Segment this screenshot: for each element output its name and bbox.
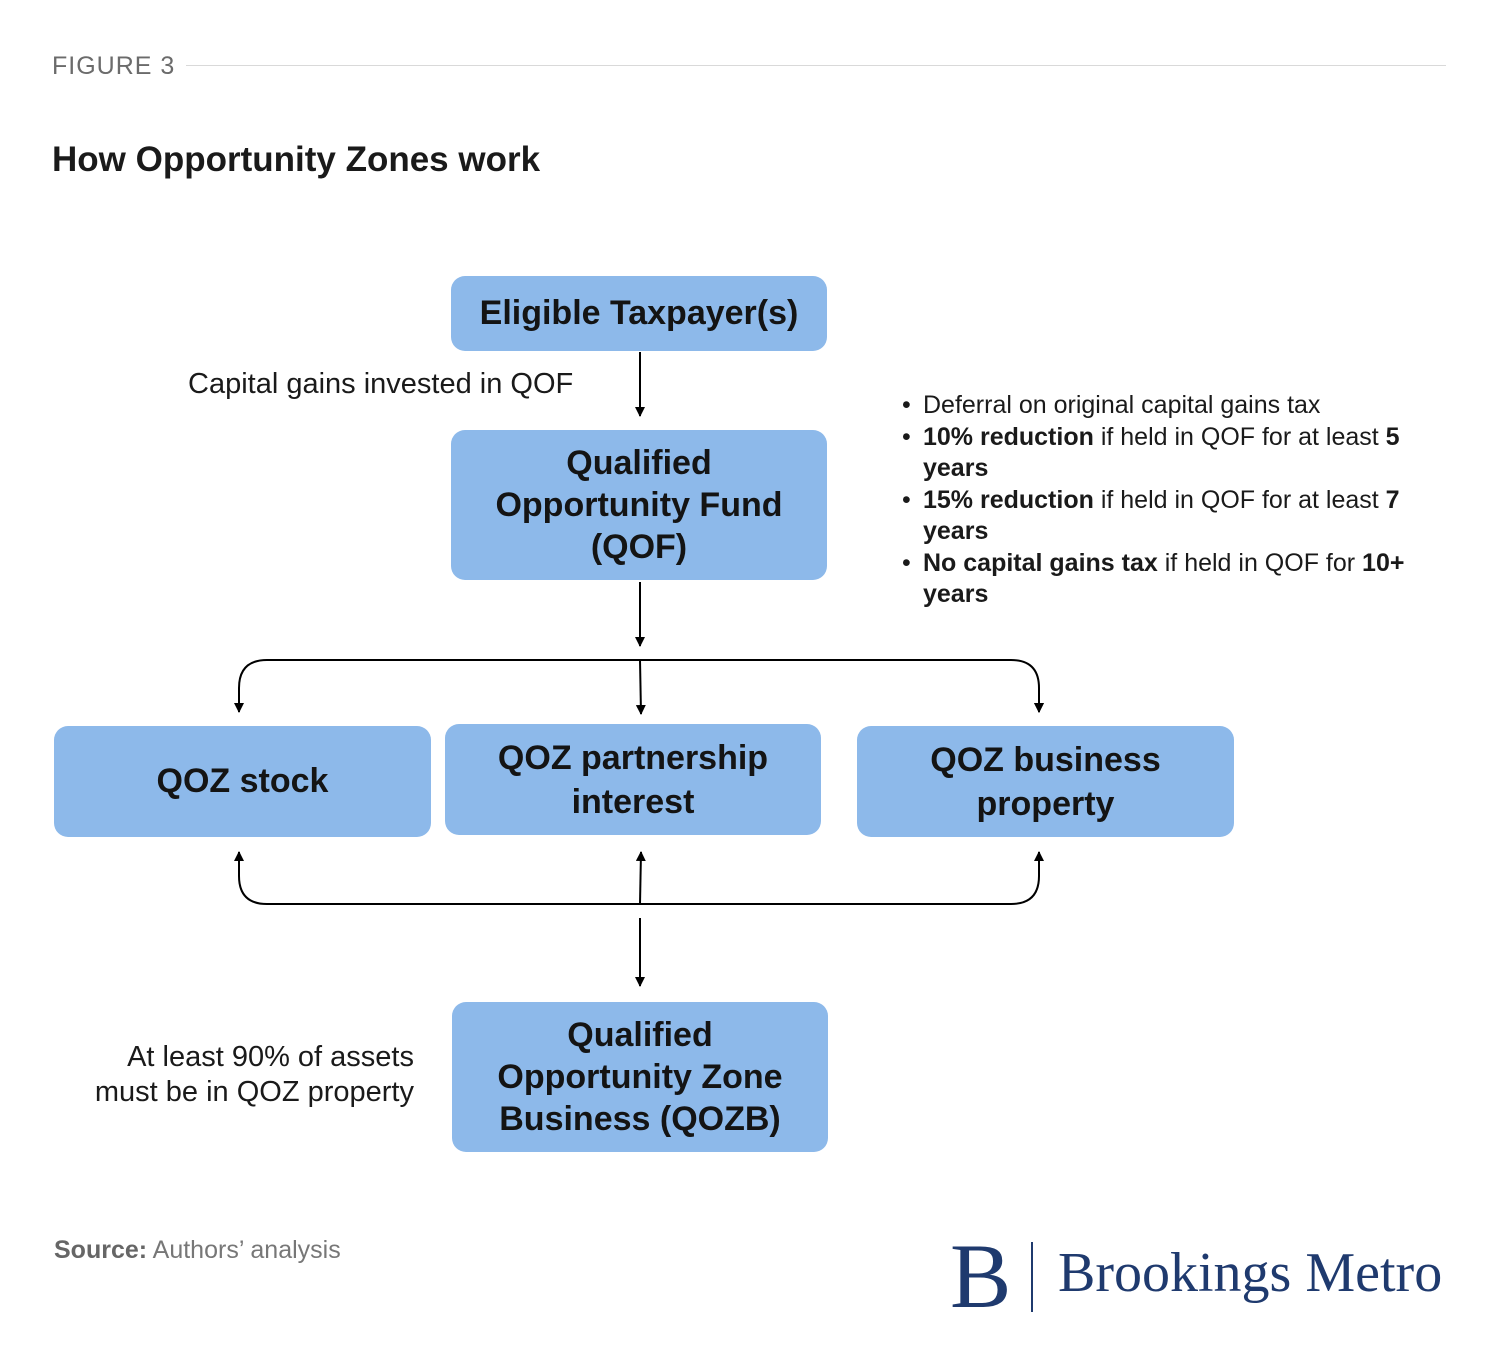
source-label: Source: — [54, 1236, 148, 1264]
branch-bottom-connector — [238, 852, 1040, 905]
logo-divider — [1031, 1242, 1033, 1312]
brookings-metro-logo-text: Brookings Metro — [1058, 1242, 1443, 1304]
node-qozb: Qualified Opportunity Zone Business (QOZ… — [452, 1002, 828, 1152]
bullet-icon: • — [902, 423, 911, 451]
arrow-up-partnership — [635, 851, 646, 905]
figure-title: How Opportunity Zones work — [52, 140, 541, 179]
node-qozb-label: Qualified Opportunity Zone Business (QOZ… — [497, 1016, 783, 1138]
node-eligible-taxpayer-label: Eligible Taxpayer(s) — [479, 294, 799, 332]
branch-top-connector — [238, 659, 1044, 713]
edge-label-capital-gains: Capital gains invested in QOF — [188, 368, 574, 400]
node-qoz-business-property-label: QOZ business property — [930, 740, 1161, 823]
node-qoz-business-property: QOZ business property — [857, 726, 1234, 837]
benefit-emphasis: 7 years — [923, 486, 1400, 545]
node-qoz-stock-label: QOZ stock — [156, 762, 329, 800]
benefit-emphasis: No capital gains tax — [923, 549, 1158, 577]
source-text: Authors’ analysis — [147, 1236, 341, 1264]
source-note: Source: Authors’ analysis — [54, 1236, 341, 1265]
benefit-item: • 10% reduction if held in QOF for at lea… — [900, 422, 1460, 484]
node-eligible-taxpayer: Eligible Taxpayer(s) — [451, 276, 827, 351]
bullet-icon: • — [902, 486, 911, 514]
bullet-icon: • — [902, 391, 911, 419]
benefit-item: • No capital gains tax if held in QOF for… — [900, 548, 1460, 610]
figure-rule — [186, 65, 1446, 66]
node-qoz-partnership-label: QOZ partnership interest — [497, 738, 769, 821]
benefit-item: • 15% reduction if held in QOF for at lea… — [900, 485, 1460, 547]
node-qof: Qualified Opportunity Fund (QOF) — [451, 430, 827, 580]
bullet-icon: • — [902, 549, 911, 577]
benefit-emphasis: 10+ years — [923, 549, 1405, 608]
figure-label: FIGURE 3 — [52, 52, 176, 80]
benefit-emphasis: 10% reduction — [923, 423, 1094, 451]
node-qoz-stock: QOZ stock — [54, 726, 431, 837]
benefit-emphasis: 5 years — [923, 423, 1400, 482]
benefits-list: •Deferral on original capital gains tax•… — [900, 390, 1460, 611]
benefit-text: Deferral on original capital gains tax — [923, 391, 1321, 419]
benefit-text: if held in QOF for at least — [1093, 423, 1386, 451]
node-qof-label: Qualified Opportunity Fund (QOF) — [495, 444, 783, 566]
arrow-to-partnership — [635, 659, 646, 715]
edge-label-assets-requirement: At least 90% of assets must be in QOZ pr… — [94, 1041, 414, 1108]
benefit-item: • Deferral on original capital gains tax — [900, 390, 1460, 421]
benefit-emphasis: 15% reduction — [923, 486, 1094, 514]
brookings-logo-mark: B — [950, 1225, 1012, 1327]
benefit-text: if held in QOF for at least — [1093, 486, 1386, 514]
node-qoz-partnership: QOZ partnership interest — [445, 724, 821, 835]
benefit-text: if held in QOF for — [1157, 549, 1363, 577]
